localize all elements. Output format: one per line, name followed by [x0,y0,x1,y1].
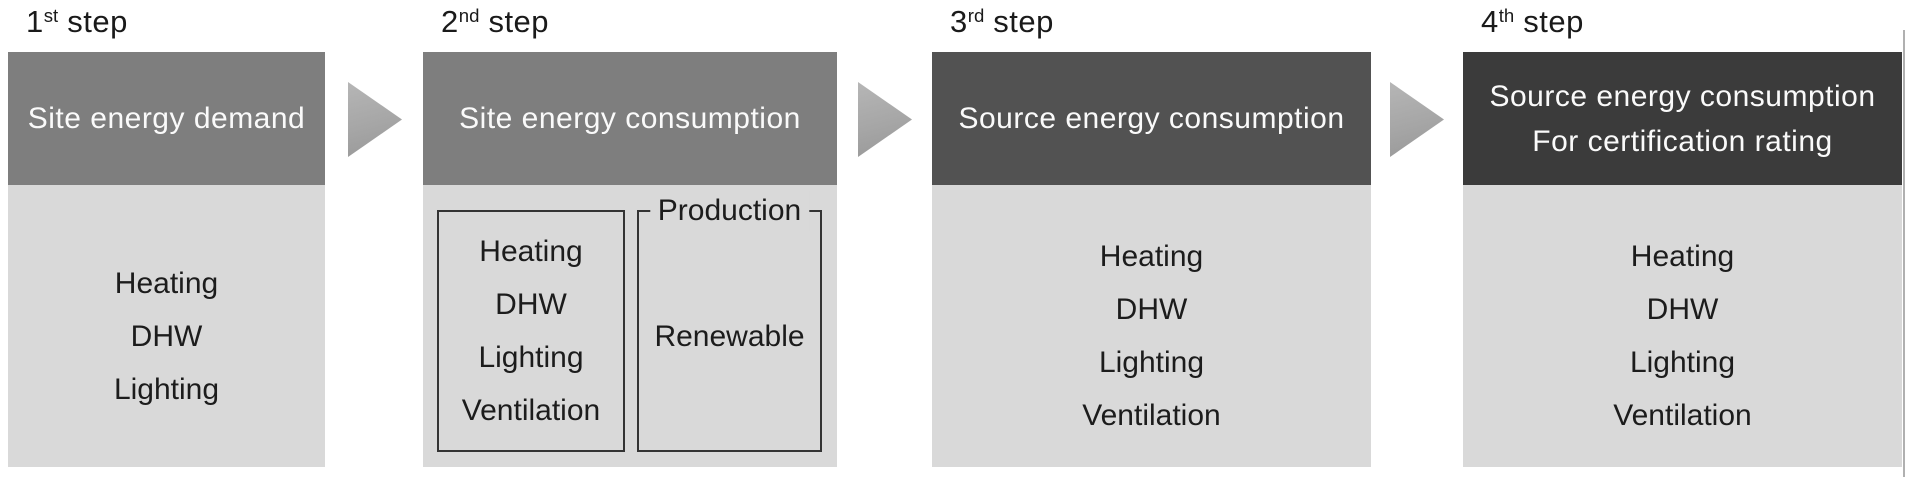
energy-item: DHW [1646,293,1719,326]
production-box-label: Production [649,191,810,231]
energy-item: Ventilation [461,394,601,427]
step-1-label-word: step [67,4,128,39]
step-1-ordinal-number: 1 [26,4,44,39]
energy-item: Lighting [478,341,584,374]
step-4-header: Source energy consumption For certificat… [1463,52,1902,185]
energy-item: Heating [114,266,219,300]
step-1-body: Heating DHW Lighting [8,185,325,467]
step-4-header-text-line2: For certification rating [1532,124,1833,158]
step-4-body: Heating DHW Lighting Ventilation [1463,185,1902,467]
step-3-header: Source energy consumption [932,52,1371,185]
energy-item: Renewable [654,319,805,353]
energy-item: DHW [130,319,203,353]
energy-item: DHW [495,288,567,321]
energy-item: Heating [479,235,583,268]
step-2-body: Heating DHW Lighting Ventilation Product… [423,185,837,467]
energy-item: Lighting [1629,346,1736,379]
step-4-ordinal-suffix: th [1498,4,1515,26]
energy-item: Lighting [1098,346,1205,379]
step-2-ordinal-number: 2 [441,4,459,39]
flow-arrow-icon [858,82,912,157]
step-3-ordinal-suffix: rd [967,4,985,26]
step-4-ordinal-number: 4 [1481,4,1499,39]
step-4-label-word: step [1523,4,1584,39]
step-4-header-text-line1: Source energy consumption [1489,79,1876,113]
flow-arrow-icon [348,82,402,157]
step-1-ordinal-suffix: st [43,4,59,26]
energy-item: Ventilation [1082,399,1221,432]
flow-arrow-icon [1390,82,1444,157]
step-2-header-text: Site energy consumption [459,102,801,135]
consumption-items-box: Heating DHW Lighting Ventilation [437,210,625,452]
step-3-body: Heating DHW Lighting Ventilation [932,185,1371,467]
energy-item: Ventilation [1613,399,1752,432]
energy-item: Lighting [113,372,220,406]
step-3-ordinal-number: 3 [950,4,968,39]
step-3-header-text: Source energy consumption [958,102,1345,135]
page-edge-rule [1903,30,1905,477]
step-1-header: Site energy demand [8,52,325,185]
energy-item: DHW [1115,293,1188,326]
production-box: Production Renewable [637,191,822,452]
step-2-label-word: step [488,4,550,39]
energy-item: Heating [1099,240,1204,273]
step-2-ordinal-suffix: nd [458,4,480,26]
step-3-label-word: step [993,4,1054,39]
step-1-header-text: Site energy demand [27,102,306,135]
energy-item: Heating [1630,240,1735,273]
step-2-header: Site energy consumption [423,52,837,185]
